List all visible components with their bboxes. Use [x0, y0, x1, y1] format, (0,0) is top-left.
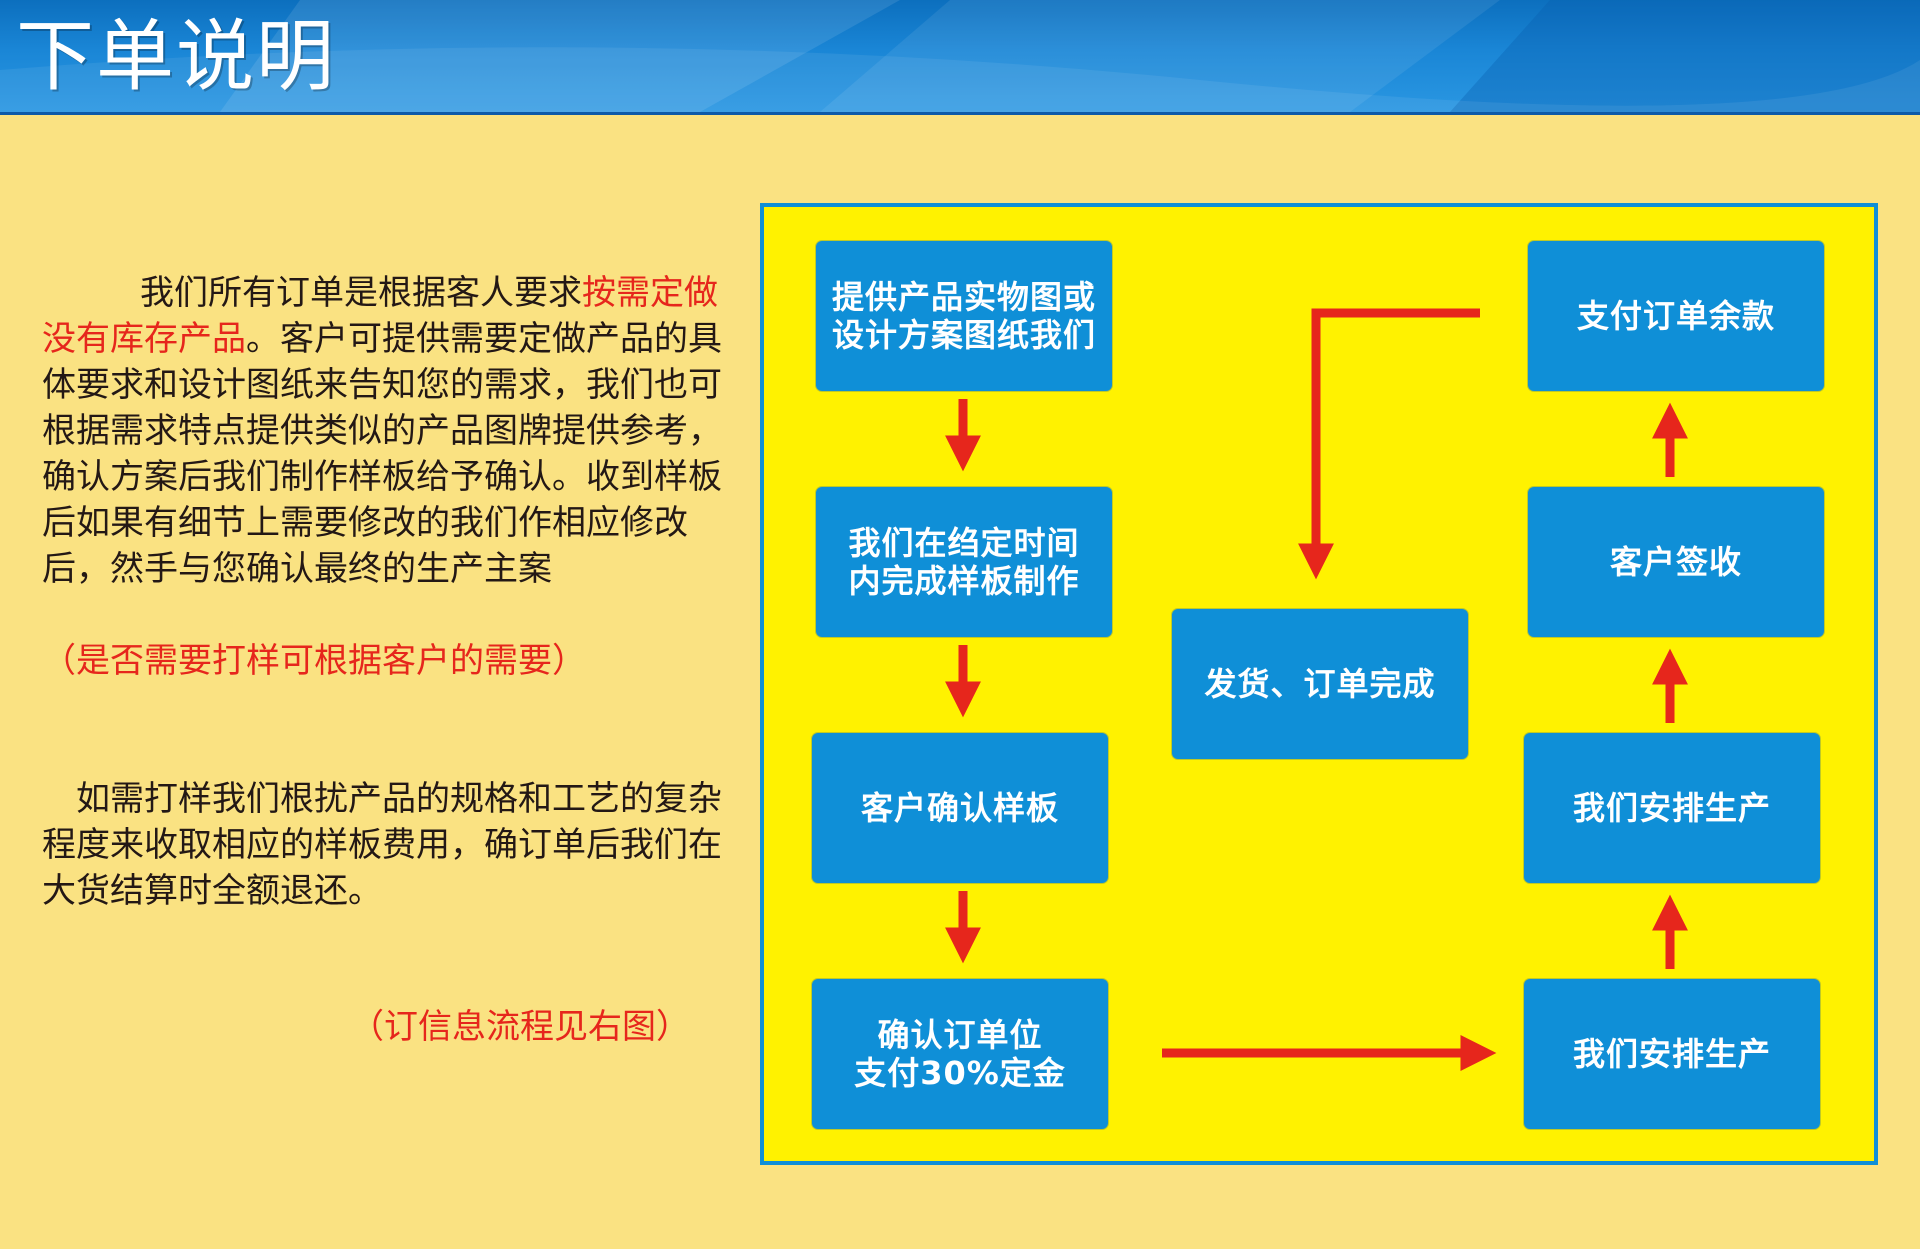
description-paragraph-1: 我们所有订单是根据客人要求按需定做没有库存产品。客户可提供需要定做产品的具体要求…: [42, 270, 732, 592]
header-decoration: [0, 0, 1920, 112]
step-ship-complete: 发货、订单完成: [1172, 609, 1468, 759]
step-production-2: 我们安排生产: [1524, 733, 1820, 883]
step-customer-sign: 客户签收: [1528, 487, 1824, 637]
step-make-sample: 我们在绉定时间 内完成样板制作: [816, 487, 1112, 637]
header-banner: 下单说明: [0, 0, 1920, 112]
para2-text: 如需打样我们根扰产品的规格和工艺的复杂程度来收取相应的样板费用，确订单后我们在大…: [42, 779, 722, 911]
para1-highlight: 按需定做没有库存产品: [42, 273, 718, 359]
step-pay-balance: 支付订单余款: [1528, 241, 1824, 391]
header-divider: [0, 112, 1920, 115]
flow-arrows: [945, 308, 1688, 1071]
step-confirm-order: 确认订单位 支付30%定金: [812, 979, 1108, 1129]
sample-note: （是否需要打样可根据客户的需要）: [42, 641, 586, 681]
para1-rest: 。客户可提供需要定做产品的具体要求和设计图纸来告知您的需求，我们也可根据需求特点…: [42, 319, 722, 589]
para1-prefix: 我们所有订单是根据客人要求: [140, 273, 582, 313]
description-paragraph-2: 如需打样我们根扰产品的规格和工艺的复杂程度来收取相应的样板费用，确订单后我们在大…: [42, 776, 732, 914]
arrow-pay-to-ship: [1298, 308, 1480, 580]
step-confirm-sample: 客户确认样板: [812, 733, 1108, 883]
page-title: 下单说明: [16, 12, 337, 102]
step-provide-images: 提供产品实物图或 设计方案图纸我们: [816, 241, 1112, 391]
step-production-1: 我们安排生产: [1524, 979, 1820, 1129]
flow-reference-note: （订信息流程见右图）: [350, 1007, 690, 1047]
